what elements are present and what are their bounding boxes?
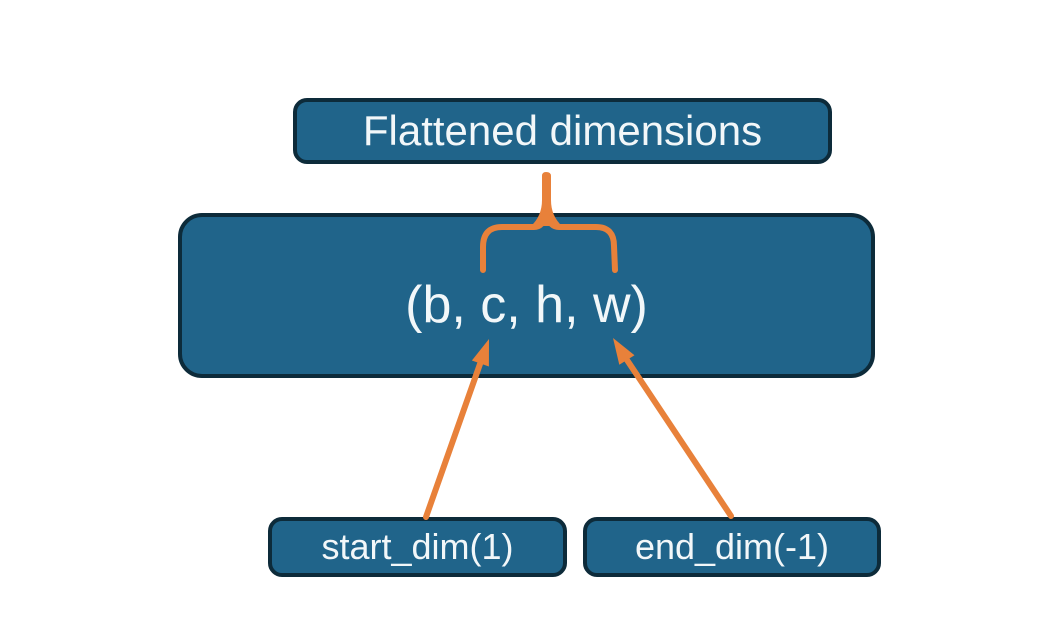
- node-end-dim-label: end_dim(-1): [634, 526, 830, 567]
- node-flattened-dimensions: Flattened dimensions: [293, 98, 832, 164]
- node-tensor-shape-label: (b, c, h, w): [405, 275, 648, 334]
- node-tensor-shape: (b, c, h, w): [178, 213, 875, 378]
- node-start-dim-label: start_dim(1): [321, 526, 514, 567]
- node-end-dim: end_dim(-1): [583, 517, 881, 577]
- node-start-dim: start_dim(1): [268, 517, 567, 577]
- node-flattened-dimensions-label: Flattened dimensions: [362, 107, 763, 154]
